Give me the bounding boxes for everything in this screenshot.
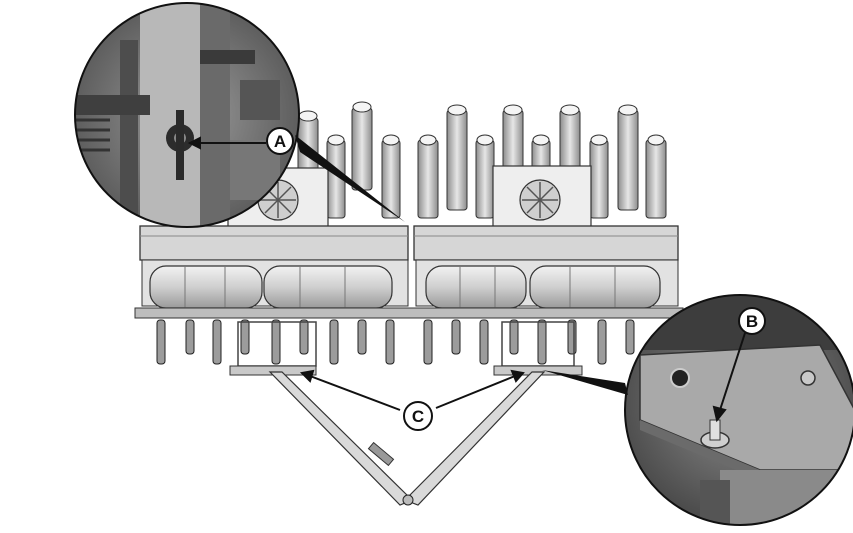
callout-arrows — [187, 136, 746, 423]
callout-c: C — [403, 401, 433, 431]
row-unit-hoppers — [297, 107, 667, 219]
planter-machine — [134, 101, 684, 506]
tongue — [268, 371, 546, 506]
main-frame-left — [139, 225, 409, 261]
inset-a-leader — [295, 135, 405, 222]
inset-photo-b — [624, 294, 853, 526]
inset-b-leader — [542, 370, 628, 395]
row-unit-openers — [156, 319, 635, 365]
main-frame-right — [413, 225, 679, 261]
callout-b-label: B — [746, 312, 758, 331]
callout-b: B — [738, 307, 766, 335]
callout-a: A — [266, 127, 294, 155]
inset-photo-a — [74, 2, 300, 228]
callout-a-label: A — [274, 132, 286, 151]
tanks — [149, 265, 661, 309]
callout-c-label: C — [412, 407, 424, 426]
